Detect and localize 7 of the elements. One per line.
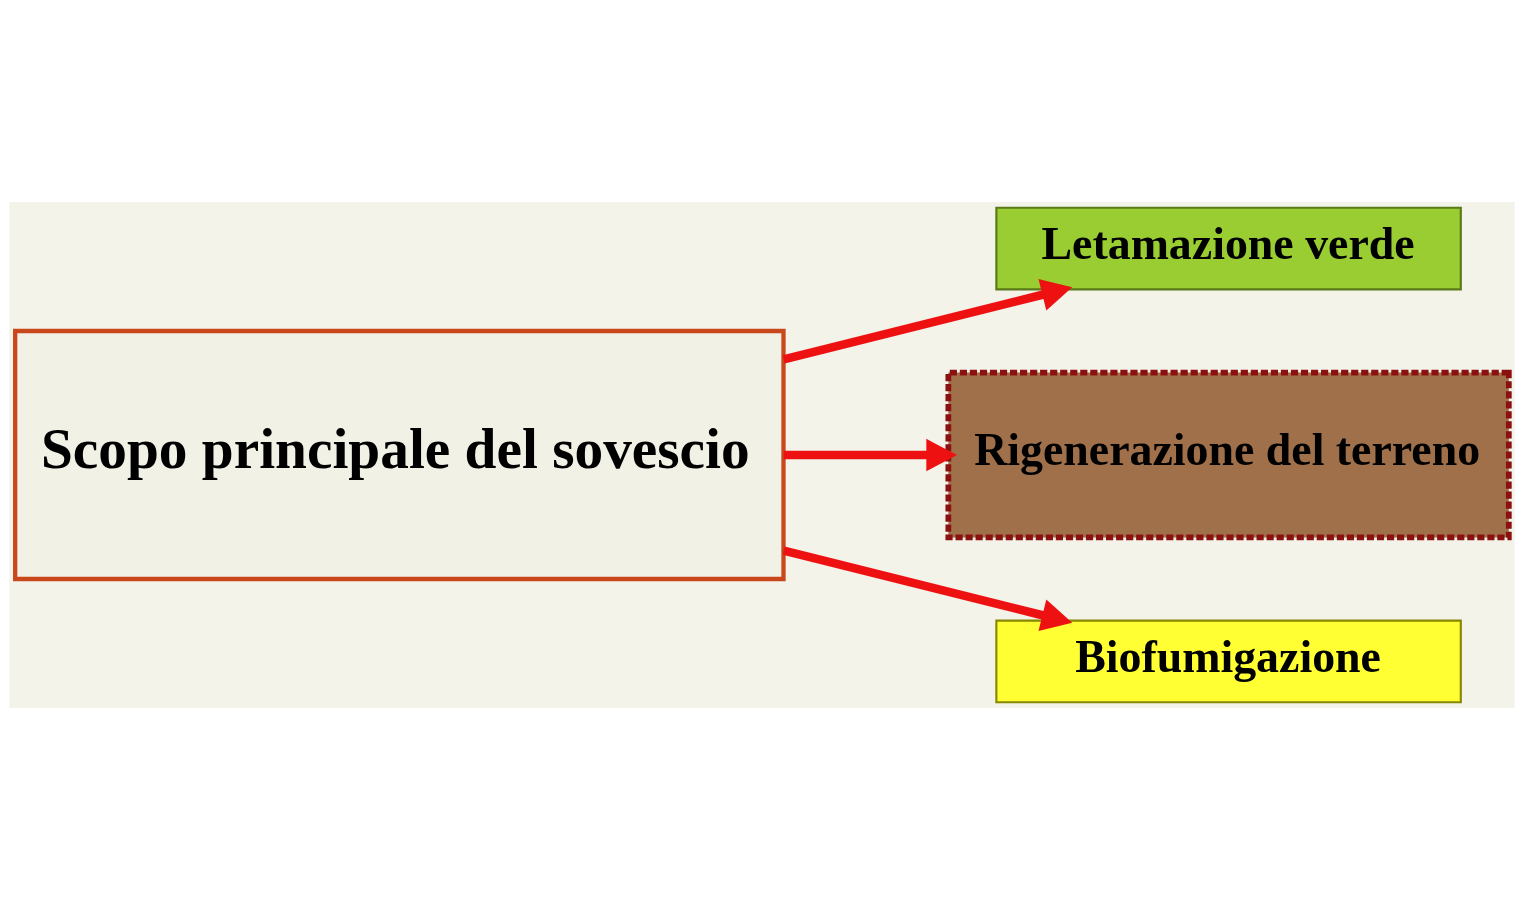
arrow	[782, 546, 1073, 631]
node-box: Rigenerazione del terreno	[945, 369, 1512, 541]
arrow	[782, 279, 1073, 364]
node-box: Letamazione verde	[995, 206, 1462, 291]
node-box: Biofumigazione	[995, 619, 1462, 704]
node-box: Scopo principale del sovescio	[13, 328, 786, 582]
arrow	[783, 438, 958, 472]
